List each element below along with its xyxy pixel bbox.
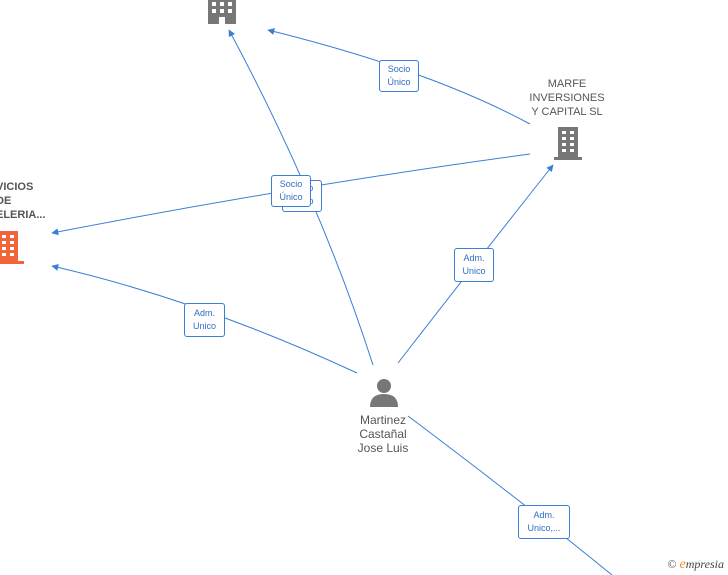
brand-name: mpresia [685,557,724,571]
edge-label-adm-unico[interactable]: Adm. Unico [454,248,494,282]
edge-label-socio-unico[interactable]: Socio Único [379,60,419,92]
company-label-left[interactable]: VICIOS DE ELERIA... [0,181,46,221]
company-label-marfe[interactable]: MARFE INVERSIONES Y CAPITAL SL [529,78,605,118]
empresia-watermark: © empresia [667,557,724,573]
building-icon[interactable] [208,0,236,24]
building-icon[interactable] [554,127,582,160]
edge-label-adm-unico[interactable]: Adm. Unico [184,303,225,337]
brand-initial: e [679,557,686,572]
person-label[interactable]: Martinez Castañal Jose Luis [357,413,409,455]
copyright-symbol: © [667,557,677,571]
edge-person-to-offscreen[interactable] [407,415,613,575]
person-icon[interactable] [370,379,398,407]
building-icon[interactable] [0,231,24,264]
edge-label-adm-unico-etc[interactable]: Adm. Unico,... [518,505,570,539]
edge-label-socio-unico[interactable]: Socio Único [271,175,311,207]
